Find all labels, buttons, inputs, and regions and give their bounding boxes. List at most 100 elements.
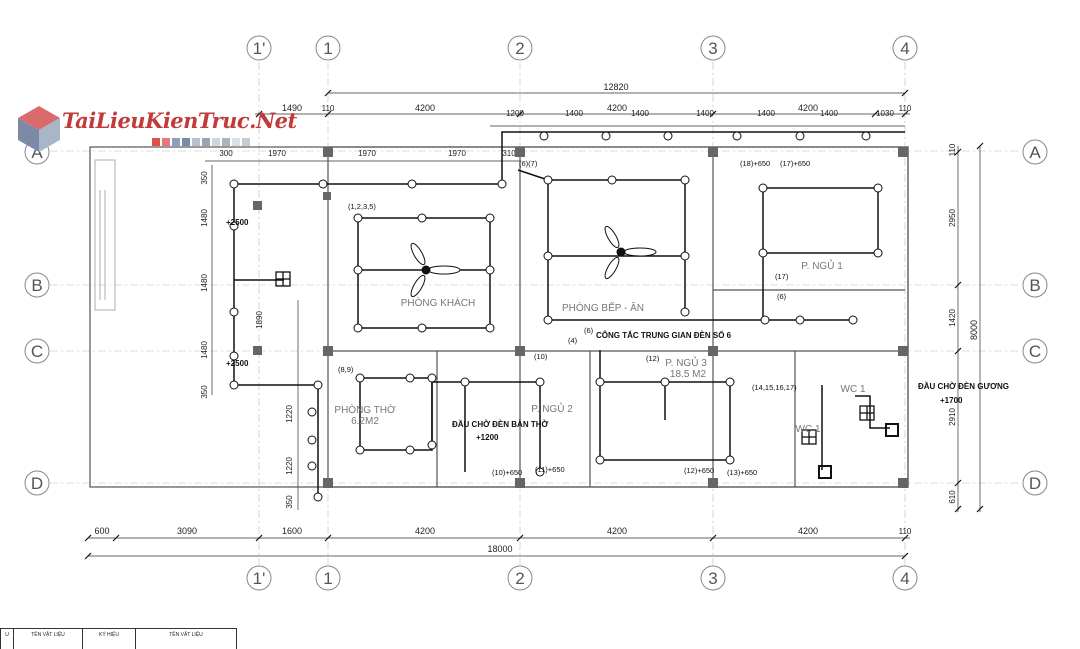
- dim-bottom-total: 18000: [487, 544, 512, 554]
- dim-sub-1200: 1200: [506, 109, 524, 118]
- axis-row-c-left: C: [31, 342, 43, 361]
- watermark-logo: TaiLieuKienTruc.Net: [16, 104, 297, 160]
- top-dimension-texts: 12820 1490 110 4200 4200 4200 1030 110 1…: [219, 82, 912, 158]
- dim-top-total: 12820: [603, 82, 628, 92]
- dim-top-1030: 1030: [876, 109, 894, 118]
- room-bed2: P. NGỦ 2: [531, 402, 573, 415]
- left-dimension-texts: 350 1480 1480 1480 350 1890 1220 1220 35…: [200, 171, 294, 509]
- dim-top-4200a: 4200: [415, 103, 435, 113]
- grid-bubbles: [24, 35, 1048, 591]
- ceiling-fan-kitchen: [604, 225, 657, 280]
- note-plus2500b: +2500: [226, 359, 249, 368]
- dim-sub-1400b: 1400: [631, 109, 649, 118]
- dim-bottom-4200b: 4200: [607, 526, 627, 536]
- dim-left-1480b: 1480: [200, 274, 209, 292]
- dim-top-110a: 110: [322, 104, 335, 113]
- dim-left-1480a: 1480: [200, 209, 209, 227]
- ceiling-fan-living: [410, 242, 461, 298]
- tag-89: (8,9): [338, 365, 354, 374]
- right-dimension-texts: 110 2950 1420 2910 610 8000: [948, 143, 979, 504]
- room-bed1: P. NGỦ 1: [801, 259, 843, 272]
- dim-right-1420: 1420: [948, 309, 957, 327]
- wiring: [233, 131, 905, 497]
- axis-col-1-top: 1: [323, 39, 332, 58]
- notes: CÔNG TẮC TRUNG GIAN ĐÈN SỐ 6 ĐẦU CHỜ ĐÈN…: [226, 218, 1009, 442]
- axis-col-3-bottom: 3: [708, 569, 717, 588]
- dim-bottom-110: 110: [899, 527, 912, 536]
- room-altar: PHÒNG THỜ: [334, 403, 396, 416]
- room-wc: WC 1: [841, 384, 866, 395]
- room-kitchen: PHÒNG BẾP - ĂN: [562, 301, 644, 314]
- tag-6: (6): [584, 326, 594, 335]
- dim-top-4200b: 4200: [607, 103, 627, 113]
- dim-top-110b: 110: [899, 104, 912, 113]
- tag-17: (17)+650: [780, 159, 810, 168]
- axis-row-a-right: A: [1029, 143, 1041, 162]
- light-fixtures: [229, 131, 883, 502]
- dim-sub-1400a: 1400: [565, 109, 583, 118]
- tag-13b: (13)+650: [727, 468, 757, 477]
- dim-right-total: 8000: [969, 320, 979, 340]
- axis-col-2-bottom: 2: [515, 569, 524, 588]
- dim-right-610: 610: [948, 490, 957, 504]
- axis-col-3-top: 3: [708, 39, 717, 58]
- note-altar-height: +1200: [476, 433, 499, 442]
- dim-left-1480c: 1480: [200, 341, 209, 359]
- room-labels: PHÒNG KHÁCH PHÒNG BẾP - ĂN P. NGỦ 1 P. N…: [334, 259, 866, 435]
- circuit-tags: (1,2,3,5) (6)(7) (18)+650 (17)+650 (8,9)…: [338, 159, 810, 477]
- axis-col-1-bottom: 1: [323, 569, 332, 588]
- dimension-lines: [88, 92, 981, 557]
- grid-bubble-labels: 1' 1 2 3 4 1' 1 2 3 4 A B C D A B C D: [31, 39, 1041, 588]
- tag-10: (10): [534, 352, 548, 361]
- note-plus2500a: +2500: [226, 218, 249, 227]
- dim-left2-1220a: 1220: [285, 405, 294, 423]
- room-bed3: P. NGỦ 3: [665, 356, 707, 369]
- exterior-step: [94, 159, 116, 311]
- dim-bottom-600: 600: [94, 526, 109, 536]
- legend-col-4: TÊN VẬT LIỆU: [135, 629, 236, 649]
- tag-4: (4): [568, 336, 578, 345]
- logo-cube-icon: [18, 106, 60, 152]
- tag-1235: (1,2,3,5): [348, 202, 376, 211]
- axis-row-b-left: B: [31, 276, 42, 295]
- dim-bottom-1600: 1600: [282, 526, 302, 536]
- tag-12b: (12)+650: [684, 466, 714, 475]
- dim-top-1490: 1490: [282, 103, 302, 113]
- dim-row-1970c: 1970: [448, 149, 466, 158]
- room-bed3-area: 18.5 M2: [670, 369, 707, 380]
- note-mirror-height: +1700: [940, 396, 963, 405]
- dim-sub-1400e: 1400: [820, 109, 838, 118]
- axis-col-4-top: 4: [900, 39, 909, 58]
- axis-col-1p-top: 1': [253, 39, 266, 58]
- bottom-dimension-texts: 600 3090 1600 4200 4200 4200 110 18000: [94, 526, 911, 554]
- dim-top-4200c: 4200: [798, 103, 818, 113]
- watermark-color-bar: [152, 138, 250, 146]
- dimension-ticks: [84, 89, 984, 560]
- tag-6b: (6): [777, 292, 787, 301]
- dim-left-350b: 350: [200, 385, 209, 399]
- dim-right-110: 110: [948, 143, 957, 156]
- tag-18: (18)+650: [740, 159, 770, 168]
- dim-left2-1220b: 1220: [285, 457, 294, 475]
- dim-left-350a: 350: [200, 171, 209, 185]
- axis-row-d-left: D: [31, 474, 43, 493]
- room-altar-area: 6.2M2: [351, 416, 379, 427]
- dim-row-300: 300: [219, 149, 233, 158]
- legend-col-2: TÊN VẬT LIỆU: [13, 629, 82, 649]
- dim-sub-1400c: 1400: [696, 109, 714, 118]
- note-switch: CÔNG TẮC TRUNG GIAN ĐÈN SỐ 6: [596, 330, 732, 340]
- tag-67: (6)(7): [519, 159, 538, 168]
- dim-left2-1890: 1890: [255, 311, 264, 329]
- room-wc2: WC 1: [796, 424, 821, 435]
- axis-col-1p-bottom: 1': [253, 569, 266, 588]
- axis-row-d-right: D: [1029, 474, 1041, 493]
- dim-bottom-3090: 3090: [177, 526, 197, 536]
- tag-14: (14,15,16,17): [752, 383, 797, 392]
- tag-12: (12): [646, 354, 660, 363]
- note-mirror-light: ĐẦU CHỜ ĐÈN GƯƠNG: [918, 381, 1009, 391]
- note-altar-light: ĐẦU CHỜ ĐÈN BÀN THỜ: [452, 419, 548, 429]
- tag-10b: (10)+650: [492, 468, 522, 477]
- dim-bottom-4200c: 4200: [798, 526, 818, 536]
- watermark-brand: TaiLieuKienTruc.Net: [62, 108, 297, 133]
